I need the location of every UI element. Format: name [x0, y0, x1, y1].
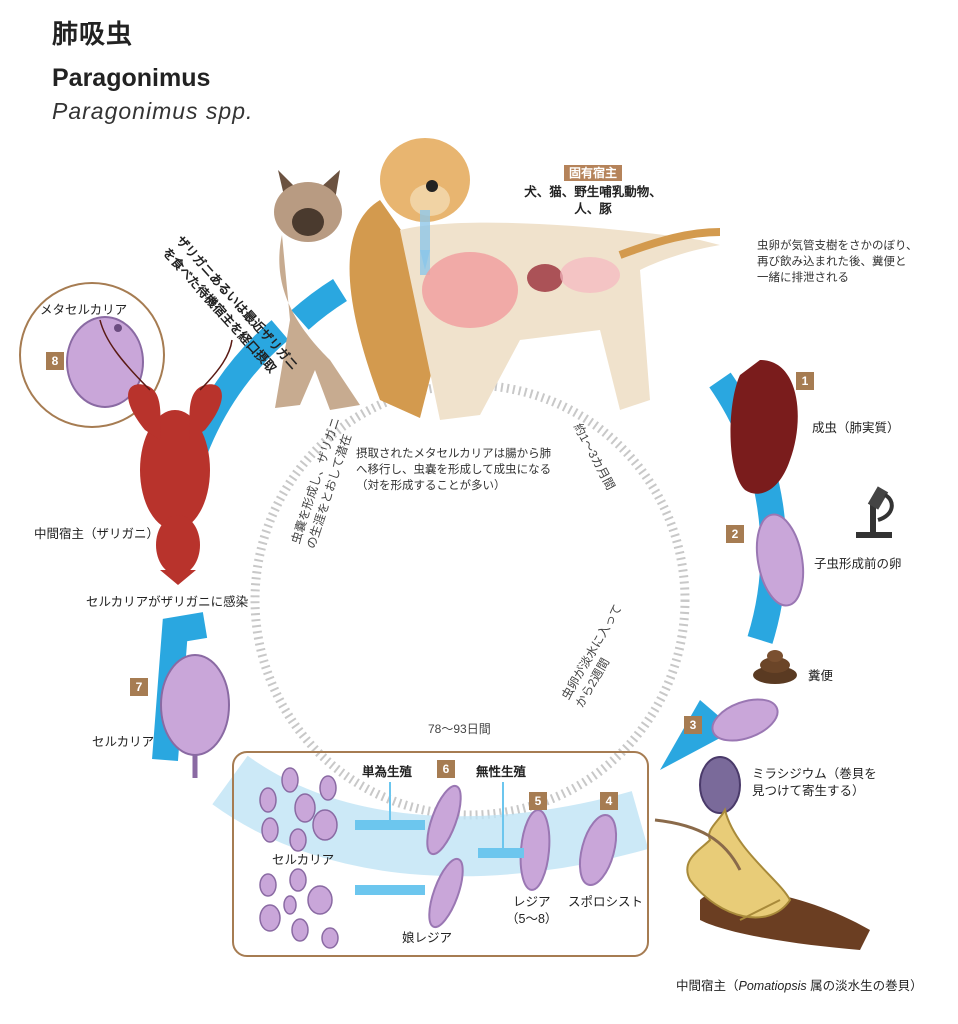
stage-4-badge: 4 [600, 792, 618, 810]
snail-host-prefix: 中間宿主（ [676, 979, 739, 993]
cycle-arc-top-left [291, 278, 348, 330]
microscope-icon [856, 486, 894, 538]
arrow-single-1 [355, 820, 425, 830]
inner-duration-ring [250, 380, 690, 820]
stage-3-line1: ミラシジウム（巻貝を [752, 767, 877, 781]
snail-connector [654, 818, 742, 871]
stage-3-badge: 3 [684, 716, 702, 734]
stage-5-line1: レジア [512, 895, 551, 909]
stage-1-badge: 1 [796, 372, 814, 390]
crayfish-host-label: 中間宿主（ザリガニ） [34, 527, 160, 541]
ingestion-note-line3: （対を形成することが多い） [356, 480, 506, 492]
stage-5-label: レジア （5～8） [506, 894, 557, 928]
snail-illustration [686, 807, 870, 950]
egg-embryonated [711, 698, 779, 742]
metacercaria-cyst [66, 316, 144, 408]
ingestion-note: 摂取されたメタセルカリアは腸から肺 へ移行し、虫嚢を形成して成虫になる （対を形… [356, 446, 551, 494]
snail-stage-box [232, 751, 649, 957]
page-title-en: Paragonimus [52, 64, 211, 92]
eggs-note-line1: 虫卵が気管支樹をさかのぼり、 [757, 240, 918, 252]
snail-band [212, 755, 649, 877]
box-daughter-redia-label: 娘レジア [402, 931, 453, 945]
definitive-host-badge: 固有宿主 [563, 165, 622, 181]
sporocyst [578, 813, 618, 887]
feces-icon [753, 650, 797, 684]
stage-7-label: セルカリア [92, 735, 155, 749]
cercaria-infect-label: セルカリアがザリガニに感染 [86, 595, 249, 609]
definitive-host-block: 固有宿主 犬、猫、野生哺乳動物、 人、豚 [523, 164, 663, 218]
stage-7-badge: 7 [130, 678, 148, 696]
definitive-host-line2: 人、豚 [574, 202, 612, 216]
arrow-asexual [478, 848, 524, 858]
arrow-single-2 [355, 885, 425, 895]
eggs-note-line3: 一緒に排泄される [757, 272, 849, 284]
stage-8-label: メタセルカリア [40, 303, 128, 317]
redia-upper [426, 784, 462, 856]
page-title-scientific: Paragonimus spp. [52, 98, 254, 124]
stage-3-line2: 見つけて寄生する） [752, 784, 865, 798]
daughter-redia [428, 857, 464, 929]
definitive-host-line1: 犬、猫、野生哺乳動物、 [524, 185, 662, 199]
eggs-note: 虫卵が気管支樹をさかのぼり、 再び飲み込まれた後、糞便と 一緒に排泄される [757, 238, 918, 286]
stage-5-badge: 5 [529, 792, 547, 810]
stage-6-badge: 6 [437, 760, 455, 778]
box-single-label: 単為生殖 [362, 765, 413, 779]
snail-host-label: 中間宿主（Pomatiopsis 属の淡水生の巻貝） [676, 978, 923, 995]
crayfish-illustration [128, 384, 222, 585]
egg-unembryonated [755, 513, 805, 607]
dog-illustration [349, 138, 721, 420]
snail-host-genus: Pomatiopsis [738, 979, 807, 993]
miracidium [699, 756, 741, 814]
eggs-note-line2: 再び飲み込まれた後、糞便と [757, 256, 907, 268]
ingestion-note-line1: 摂取されたメタセルカリアは腸から肺 [356, 448, 552, 460]
stage-8-badge: 8 [46, 352, 64, 370]
stage-2-label: 子虫形成前の卵 [814, 557, 902, 571]
stage-1-label: 成虫（肺実質） [812, 421, 900, 435]
box-asexual-label: 無性生殖 [476, 765, 527, 779]
cat-illustration [274, 170, 360, 410]
stage-2-badge: 2 [726, 525, 744, 543]
duration-snail: 78～93日間 [428, 722, 491, 736]
cercaria-cluster [259, 767, 339, 949]
stage-5-line2: （5～8） [506, 912, 558, 926]
ingestion-note-line2: へ移行し、虫嚢を形成して成虫になる [356, 464, 552, 476]
snail-host-suffix: 属の淡水生の巻貝） [806, 979, 923, 993]
page-title-jp: 肺吸虫 [52, 19, 134, 49]
box-cercaria-label: セルカリア [272, 853, 335, 867]
stage-4-label: スポロシスト [568, 895, 644, 909]
stage-3-label: ミラシジウム（巻貝を 見つけて寄生する） [752, 766, 877, 800]
feces-label: 糞便 [808, 669, 834, 683]
cercaria-large [160, 654, 230, 778]
adult-fluke [730, 360, 798, 494]
